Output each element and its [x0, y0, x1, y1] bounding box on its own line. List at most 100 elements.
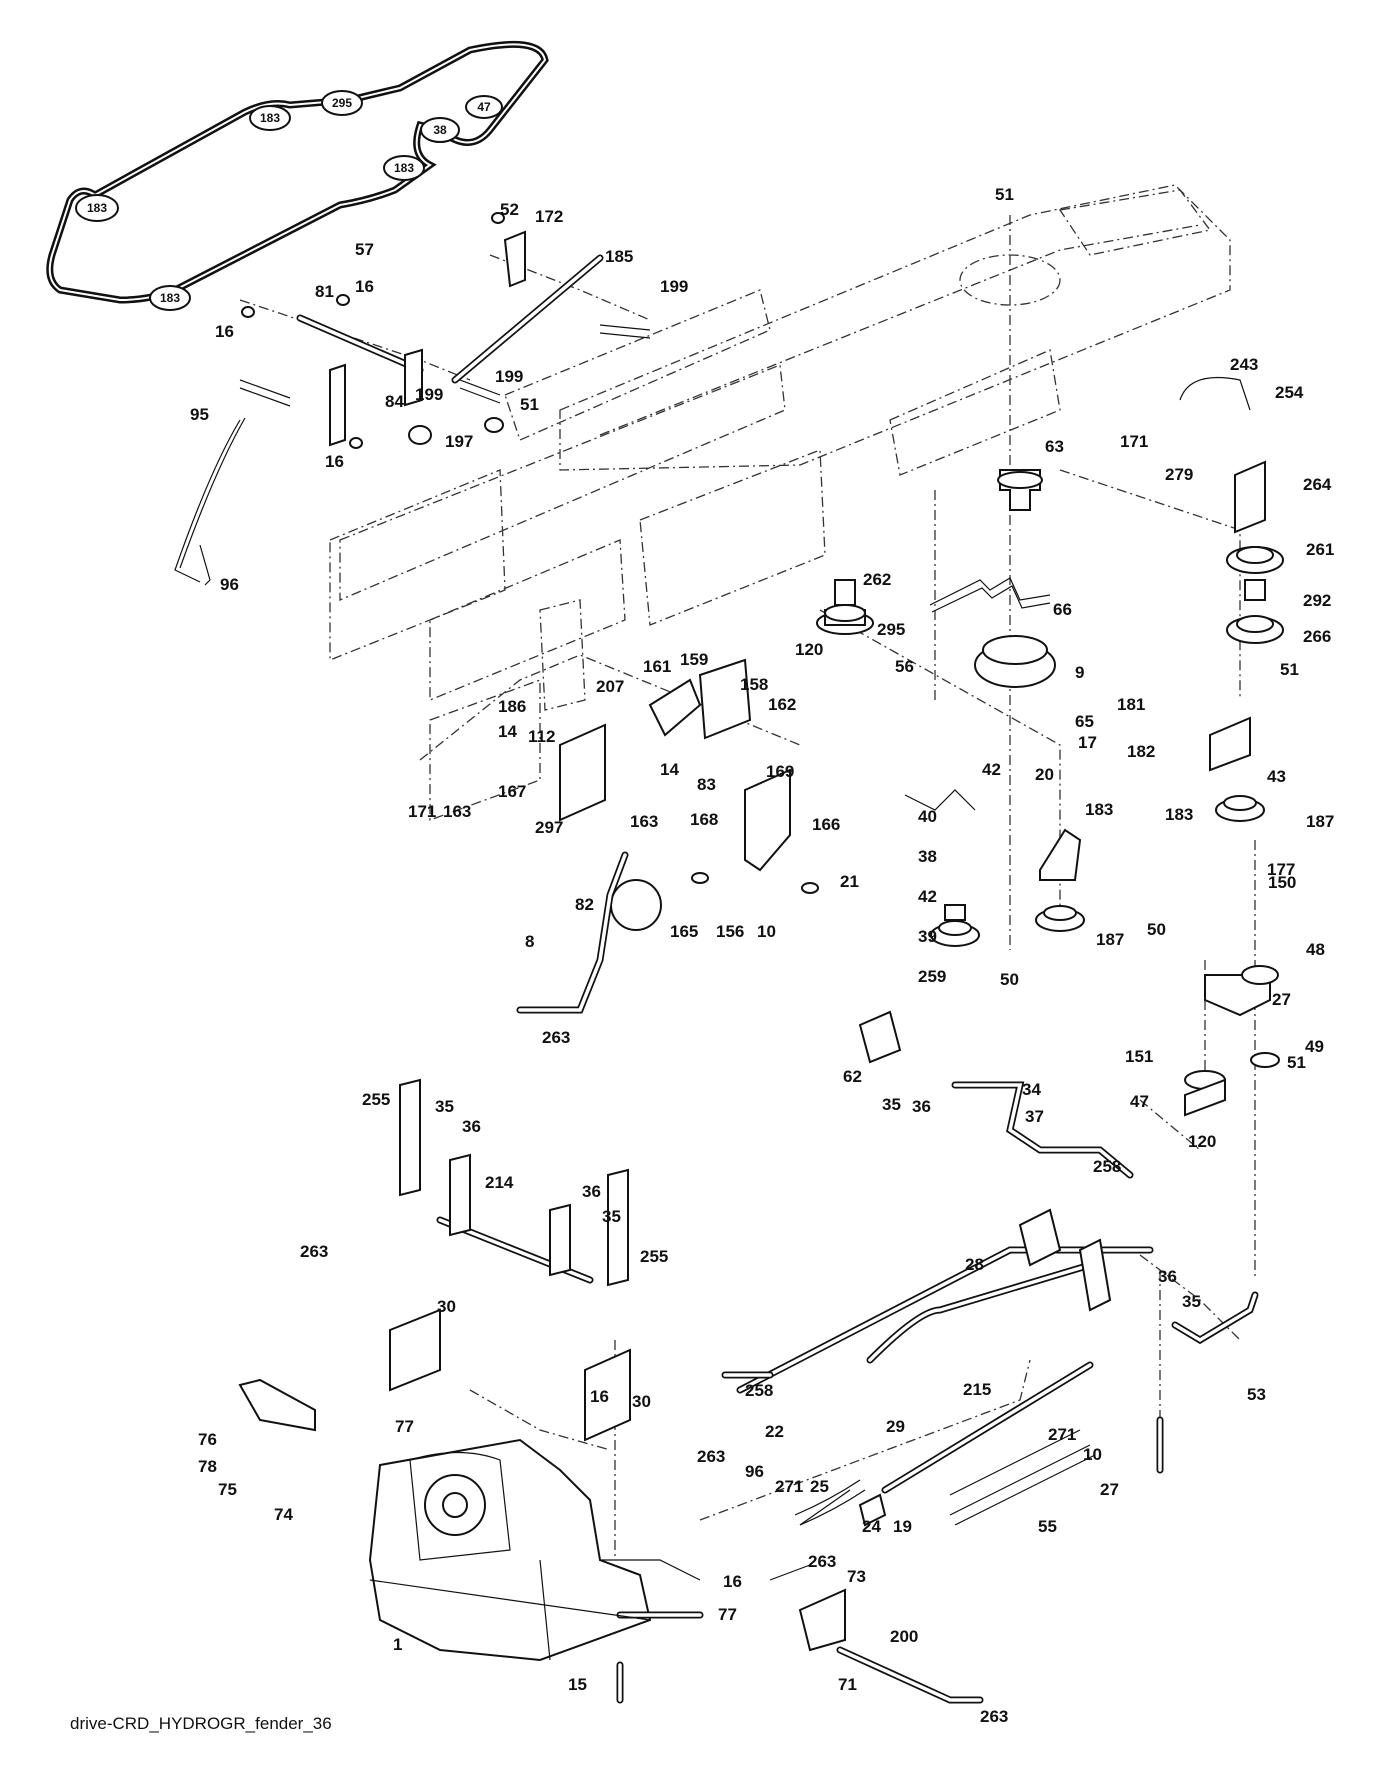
- belt-pulley-label: 183: [87, 201, 107, 215]
- callout: 30: [437, 1297, 456, 1316]
- callout: 36: [462, 1117, 481, 1136]
- callout: 35: [602, 1207, 621, 1226]
- callout: 163: [443, 802, 471, 821]
- callout: 183: [1085, 800, 1113, 819]
- callout: 49: [1305, 1037, 1324, 1056]
- callout: 200: [890, 1627, 918, 1646]
- callout: 42: [918, 887, 937, 906]
- callout: 16: [215, 322, 234, 341]
- belt-pulley-38: 38: [420, 117, 460, 143]
- callout: 57: [355, 240, 374, 259]
- callout: 28: [965, 1255, 984, 1274]
- callout: 186: [498, 697, 526, 716]
- callout: 172: [535, 207, 563, 226]
- callout: 51: [1287, 1053, 1306, 1072]
- callout: 16: [723, 1572, 742, 1591]
- callout: 171: [1120, 432, 1148, 451]
- callout: 63: [1045, 437, 1064, 456]
- callout: 171: [408, 802, 436, 821]
- callout: 27: [1100, 1480, 1119, 1499]
- callout: 279: [1165, 465, 1193, 484]
- callout: 262: [863, 570, 891, 589]
- callout: 166: [812, 815, 840, 834]
- callout: 34: [1022, 1080, 1041, 1099]
- callout: 19: [893, 1517, 912, 1536]
- drive-belt: [46, 40, 549, 304]
- belt-pulley-183-left: 183: [75, 194, 119, 222]
- callout: 42: [982, 760, 1001, 779]
- callout: 187: [1306, 812, 1334, 831]
- callout: 199: [495, 367, 523, 386]
- callout: 24: [862, 1517, 881, 1536]
- callout: 40: [918, 807, 937, 826]
- callout: 74: [274, 1505, 293, 1524]
- callout: 258: [745, 1381, 773, 1400]
- callout: 62: [843, 1067, 862, 1086]
- callout: 254: [1275, 383, 1304, 402]
- callout: 35: [435, 1097, 454, 1116]
- callout: 39: [918, 927, 937, 946]
- callout: 181: [1117, 695, 1145, 714]
- callout: 271: [775, 1477, 803, 1496]
- callout: 50: [1000, 970, 1019, 989]
- callout: 14: [498, 722, 517, 741]
- callout: 259: [918, 967, 946, 986]
- callout-labels: 57 52 172 185 199 51 16 81 16 199 84 199…: [190, 185, 1334, 1726]
- callout: 263: [697, 1447, 725, 1466]
- callout: 47: [1130, 1092, 1149, 1111]
- callout: 271: [1048, 1425, 1076, 1444]
- callout: 36: [912, 1097, 931, 1116]
- callout: 16: [325, 452, 344, 471]
- callout: 156: [716, 922, 744, 941]
- callout: 73: [847, 1567, 866, 1586]
- callout: 51: [520, 395, 539, 414]
- springs: [799, 1429, 1081, 1526]
- callout: 50: [1147, 920, 1166, 939]
- callout: 78: [198, 1457, 217, 1476]
- callout: 51: [1280, 660, 1299, 679]
- callout: 255: [640, 1247, 668, 1266]
- callout: 10: [757, 922, 776, 941]
- callout: 297: [535, 818, 563, 837]
- callout: 182: [1127, 742, 1155, 761]
- callout: 177: [1267, 860, 1295, 879]
- callout: 266: [1303, 627, 1331, 646]
- callout: 30: [632, 1392, 651, 1411]
- callout: 55: [1038, 1517, 1057, 1536]
- callout: 9: [1075, 663, 1084, 682]
- callout: 51: [995, 185, 1014, 204]
- callout: 43: [1267, 767, 1286, 786]
- callout: 96: [220, 575, 239, 594]
- belt-pulley-label: 183: [394, 161, 414, 175]
- callout: 161: [643, 657, 671, 676]
- callout: 199: [415, 385, 443, 404]
- callout: 215: [963, 1380, 991, 1399]
- callout: 197: [445, 432, 473, 451]
- callout: 159: [680, 650, 708, 669]
- callout: 258: [1093, 1157, 1121, 1176]
- callout: 29: [886, 1417, 905, 1436]
- callout: 81: [315, 282, 334, 301]
- callout: 16: [355, 277, 374, 296]
- callout: 120: [1188, 1132, 1216, 1151]
- callout: 295: [877, 620, 905, 639]
- belt-pulley-183-bottom: 183: [149, 285, 191, 311]
- callout: 48: [1306, 940, 1325, 959]
- callout: 66: [1053, 600, 1072, 619]
- callout: 20: [1035, 765, 1054, 784]
- callout: 22: [765, 1422, 784, 1441]
- callout: 37: [1025, 1107, 1044, 1126]
- callout: 35: [1182, 1292, 1201, 1311]
- callout: 261: [1306, 540, 1334, 559]
- callout: 25: [810, 1477, 829, 1496]
- belt-pulley-295: 295: [321, 90, 363, 116]
- callout: 255: [362, 1090, 390, 1109]
- callout: 120: [795, 640, 823, 659]
- mid-brackets: [516, 658, 819, 1014]
- callout: 150: [1268, 873, 1296, 892]
- callout: 1: [393, 1635, 402, 1654]
- callout: 263: [980, 1707, 1008, 1726]
- callout: 243: [1230, 355, 1258, 374]
